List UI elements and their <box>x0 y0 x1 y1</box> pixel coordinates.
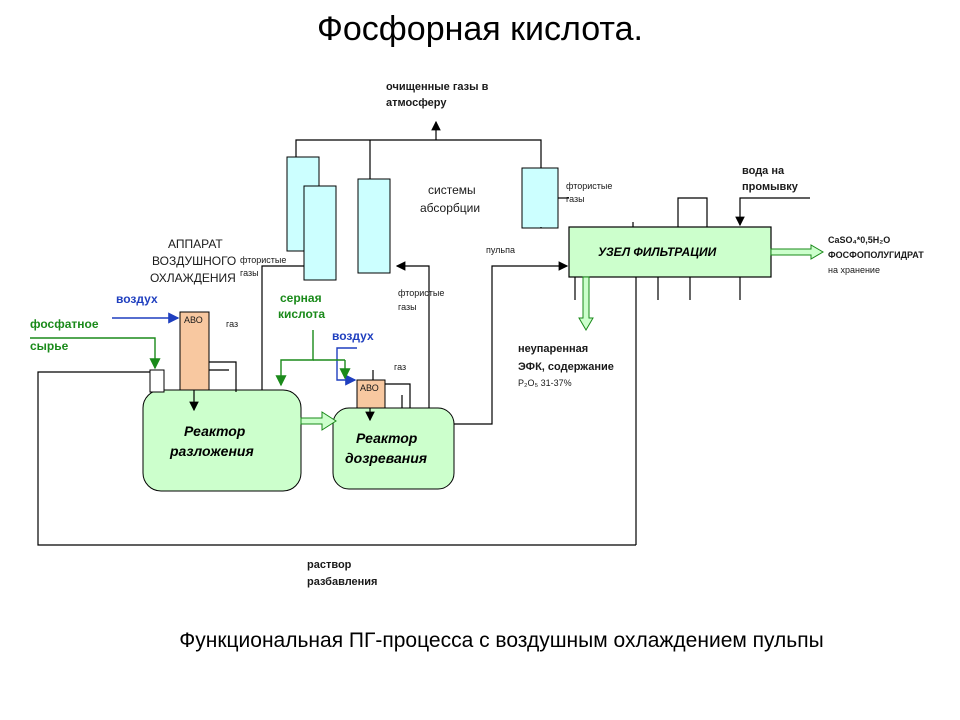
avo-right-label: АВО <box>360 383 379 393</box>
dilution-label-2: разбавления <box>307 576 377 588</box>
transfer-arrow <box>300 411 337 431</box>
product-arrow <box>770 244 824 260</box>
sulfuric-label-1: серная <box>280 291 322 305</box>
gas-right-label: газ <box>394 362 406 372</box>
reactor1-line1: Реактор <box>184 423 246 439</box>
fluoride-left-label-2: газы <box>240 268 259 278</box>
efk-label-2: ЭФК, содержание <box>518 361 614 373</box>
filtration-node <box>568 226 772 278</box>
apparatus-label-2: ВОЗДУШНОГО <box>152 254 236 268</box>
efk-label-1: неупаренная <box>518 343 588 355</box>
efk-label-3: P₂O₅ 31-37% <box>518 378 572 388</box>
wash-water-lines <box>558 197 810 227</box>
product-label-3: на хранение <box>828 265 880 275</box>
feed-arrows <box>30 330 345 387</box>
reactor2-line2: дозревания <box>345 450 427 466</box>
reactor1-line2: разложения <box>169 443 254 459</box>
fluoride-mid-label-2: газы <box>398 302 417 312</box>
filtration-node-label: УЗЕЛ ФИЛЬТРАЦИИ <box>598 245 717 259</box>
dilution-label-1: раствор <box>307 559 352 571</box>
maturation-reactor <box>332 407 455 490</box>
process-lines <box>37 227 636 546</box>
page-title: Фосфорная кислота. <box>317 10 643 48</box>
gases-label-1: очищенные газы в <box>386 81 489 93</box>
absorption-label-2: абсорбции <box>420 201 480 215</box>
filtrate-arrow <box>578 276 594 331</box>
feeder-box <box>149 369 165 393</box>
absorption-column-2 <box>303 185 337 281</box>
water-label-1: вода на <box>742 165 785 177</box>
fluoride-top-label-2: газы <box>566 194 585 204</box>
absorption-column-3 <box>357 178 391 274</box>
reactor2-line1: Реактор <box>356 430 418 446</box>
gases-label-2: атмосферу <box>386 97 447 109</box>
decomposition-reactor <box>142 389 302 492</box>
absorption-label-1: системы <box>428 183 476 197</box>
air-arrows <box>112 312 357 386</box>
water-label-2: промывку <box>742 181 799 193</box>
apparatus-label-3: ОХЛАЖДЕНИЯ <box>150 271 236 285</box>
pulp-label: пульпа <box>486 245 515 255</box>
exhaust-header <box>295 120 542 180</box>
fluoride-top-label-1: фтористые <box>566 181 612 191</box>
sulfuric-label-2: кислота <box>278 307 325 321</box>
fluoride-mid-label-1: фтористые <box>398 288 444 298</box>
gas-left-label: газ <box>226 319 238 329</box>
avo-left-label: АВО <box>184 315 203 325</box>
product-label-1: CaSO₄*0,5H₂O <box>828 235 890 245</box>
apparatus-label-1: АППАРАТ <box>168 237 223 251</box>
phosphate-label-2: сырье <box>30 339 69 353</box>
product-label-2: ФОСФОПОЛУГИДРАТ <box>828 250 924 260</box>
fluoride-left-label-1: фтористые <box>240 255 286 265</box>
phosphate-label-1: фосфатное <box>30 317 99 331</box>
air-left-label: воздух <box>116 292 158 306</box>
air-mid-label: воздух <box>332 329 374 343</box>
absorption-column-4 <box>521 167 559 229</box>
diagram-caption: Функциональная ПГ-процесса с воздушным о… <box>179 629 824 652</box>
avo-unit-right <box>356 379 386 409</box>
filter-outlets <box>574 277 741 545</box>
